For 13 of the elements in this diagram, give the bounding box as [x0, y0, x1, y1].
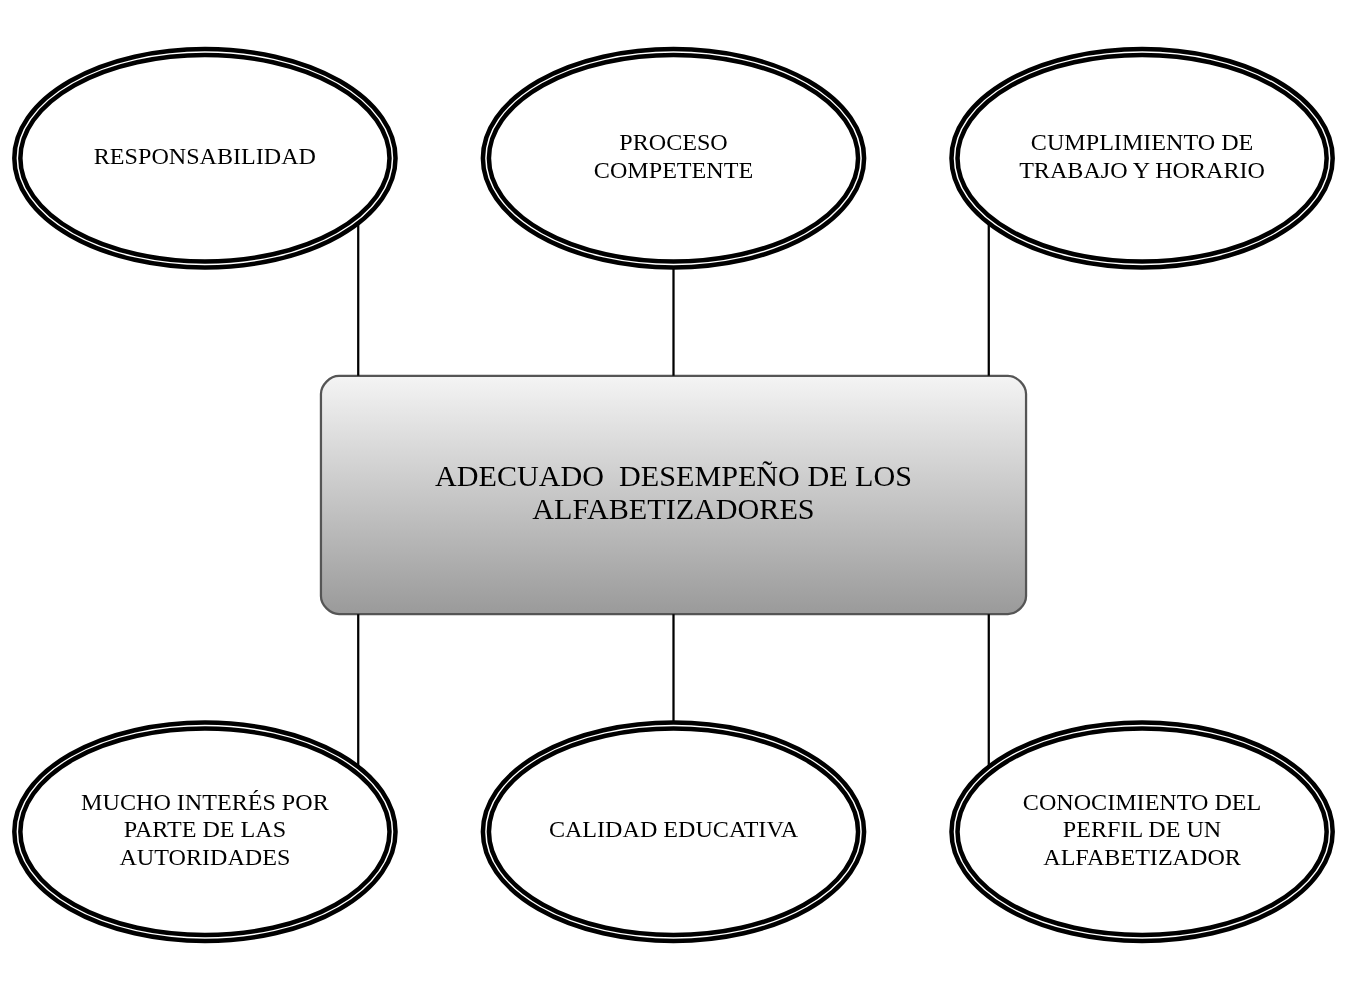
node-ellipse: CUMPLIMIENTO DE TRABAJO Y HORARIO — [949, 46, 1335, 270]
node-box: ADECUADO DESEMPEÑO DE LOS ALFABETIZADORES — [319, 374, 1028, 616]
node-ellipse: CONOCIMIENTO DEL PERFIL DE UN ALFABETIZADOR — [949, 720, 1335, 944]
node-ellipse: CALIDAD EDUCATIVA — [480, 720, 867, 944]
node-ellipse: PROCESO COMPETENTE — [480, 46, 867, 270]
connector — [357, 223, 360, 376]
node-ellipse: MUCHO INTERÉS POR PARTE DE LAS AUTORIDADES — [12, 720, 398, 944]
connector — [672, 267, 675, 376]
connector — [987, 223, 990, 376]
connector — [987, 614, 990, 767]
connector — [357, 614, 360, 767]
node-ellipse: RESPONSABILIDAD — [12, 46, 398, 270]
connector — [672, 614, 675, 723]
